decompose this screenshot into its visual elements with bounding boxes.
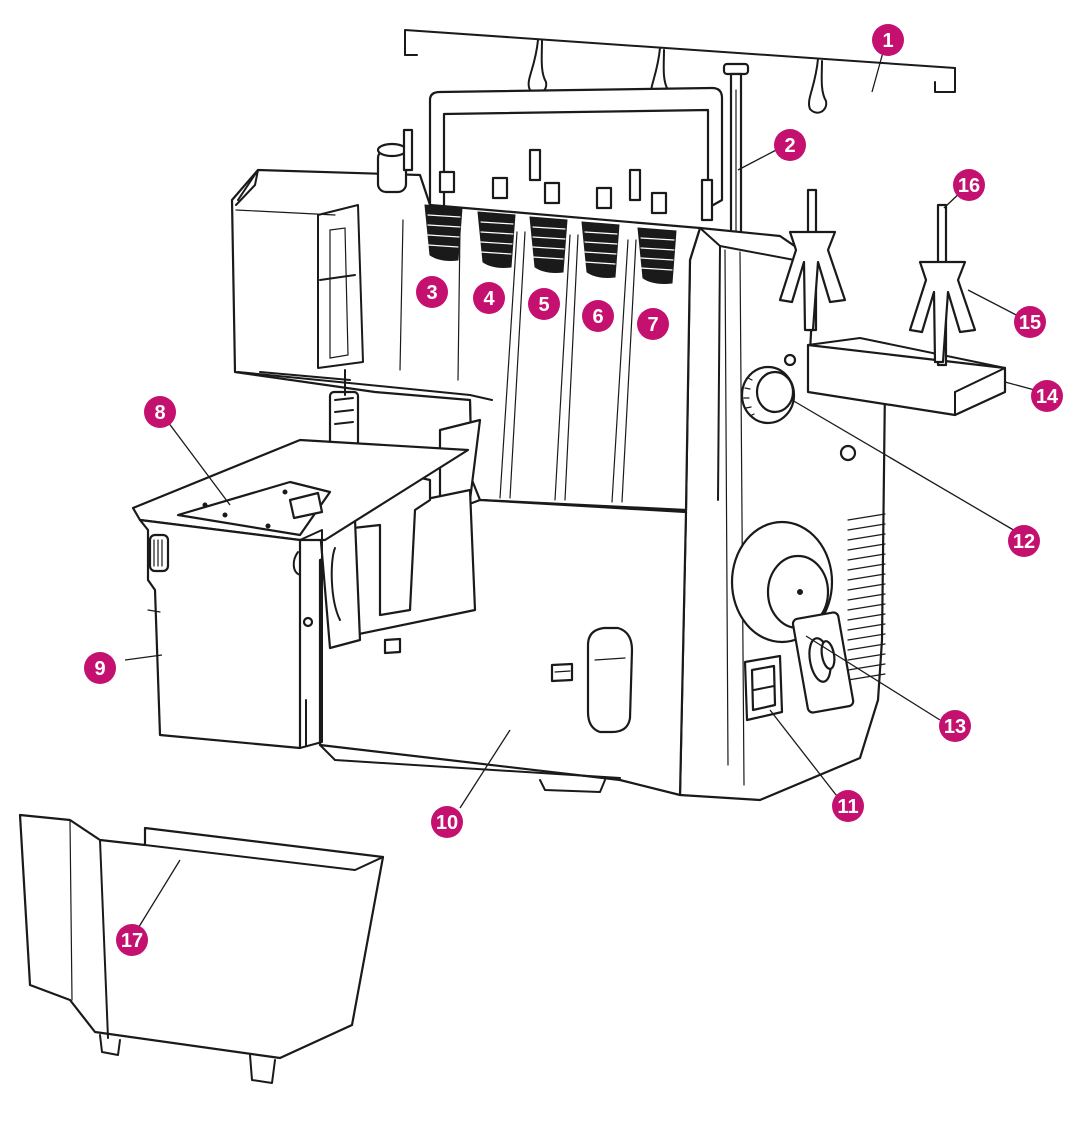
callout-circle <box>872 24 904 56</box>
callout-number: 6 <box>592 306 603 328</box>
carry-handle <box>428 86 724 214</box>
handwheel <box>730 520 834 644</box>
callout-number: 2 <box>784 135 795 157</box>
stitch-length-dial <box>740 353 797 425</box>
callout-badge-12: 12 <box>1008 525 1040 557</box>
callout-badge-14: 14 <box>1031 380 1063 412</box>
release-lever <box>586 626 634 734</box>
callout-badge-2: 2 <box>774 129 806 161</box>
callout-circle <box>1014 306 1046 338</box>
callout-number: 3 <box>426 282 437 304</box>
callout-circle <box>832 790 864 822</box>
vent-slots <box>847 513 886 681</box>
spool-stand <box>778 188 1007 417</box>
callout-circle <box>1031 380 1063 412</box>
callout-badge-15: 15 <box>1014 306 1046 338</box>
callout-number: 1 <box>882 30 893 52</box>
callout-circle <box>953 169 985 201</box>
callout-number: 13 <box>944 716 966 738</box>
callout-circle <box>431 806 463 838</box>
callout-circle <box>473 282 505 314</box>
tension-dial <box>477 176 516 268</box>
callout-badge-16: 16 <box>953 169 985 201</box>
callout-badge-3: 3 <box>416 276 448 308</box>
callout-badge-7: 7 <box>637 308 669 340</box>
callout-circle <box>939 710 971 742</box>
callout-circle <box>116 924 148 956</box>
spool-pin-left <box>778 188 847 332</box>
callout-badge-10: 10 <box>431 806 463 838</box>
tension-dial-group <box>424 148 714 284</box>
power-switch <box>743 654 784 722</box>
callout-number: 5 <box>538 294 549 316</box>
callout-number: 7 <box>647 314 658 336</box>
callout-badge-11: 11 <box>832 790 864 822</box>
callout-number: 16 <box>958 175 980 197</box>
callout-circle <box>1008 525 1040 557</box>
callout-circle <box>582 300 614 332</box>
waste-tray <box>18 813 385 1084</box>
callout-number: 17 <box>121 930 143 952</box>
callout-number: 11 <box>837 796 858 818</box>
callout-badge-1: 1 <box>872 24 904 56</box>
callout-circle <box>416 276 448 308</box>
callout-number: 15 <box>1019 312 1041 334</box>
callout-badge-13: 13 <box>939 710 971 742</box>
callout-badge-9: 9 <box>84 652 116 684</box>
callout-badge-6: 6 <box>582 300 614 332</box>
callout-number: 12 <box>1013 531 1035 553</box>
callout-badge-4: 4 <box>473 282 505 314</box>
needle-plate <box>131 438 470 542</box>
looper-cover <box>138 518 323 750</box>
callout-number: 10 <box>436 812 458 834</box>
callout-number: 4 <box>483 288 495 310</box>
callout-circle <box>774 129 806 161</box>
callout-number: 9 <box>94 658 105 680</box>
tension-dial <box>637 191 677 284</box>
callout-badge-8: 8 <box>144 396 176 428</box>
machine-body <box>678 226 887 802</box>
callout-badge-5: 5 <box>528 288 560 320</box>
callout-number: 14 <box>1036 386 1059 408</box>
callout-number: 8 <box>154 402 165 424</box>
telescopic-pole <box>729 72 743 241</box>
callout-circle <box>637 308 669 340</box>
tension-dial <box>424 170 463 261</box>
callout-circle <box>528 288 560 320</box>
tension-dial <box>581 186 620 278</box>
callout-circle <box>84 652 116 684</box>
spool-pin-right <box>908 203 977 367</box>
callout-badge-17: 17 <box>116 924 148 956</box>
tension-dial <box>529 181 568 273</box>
callout-circle <box>144 396 176 428</box>
